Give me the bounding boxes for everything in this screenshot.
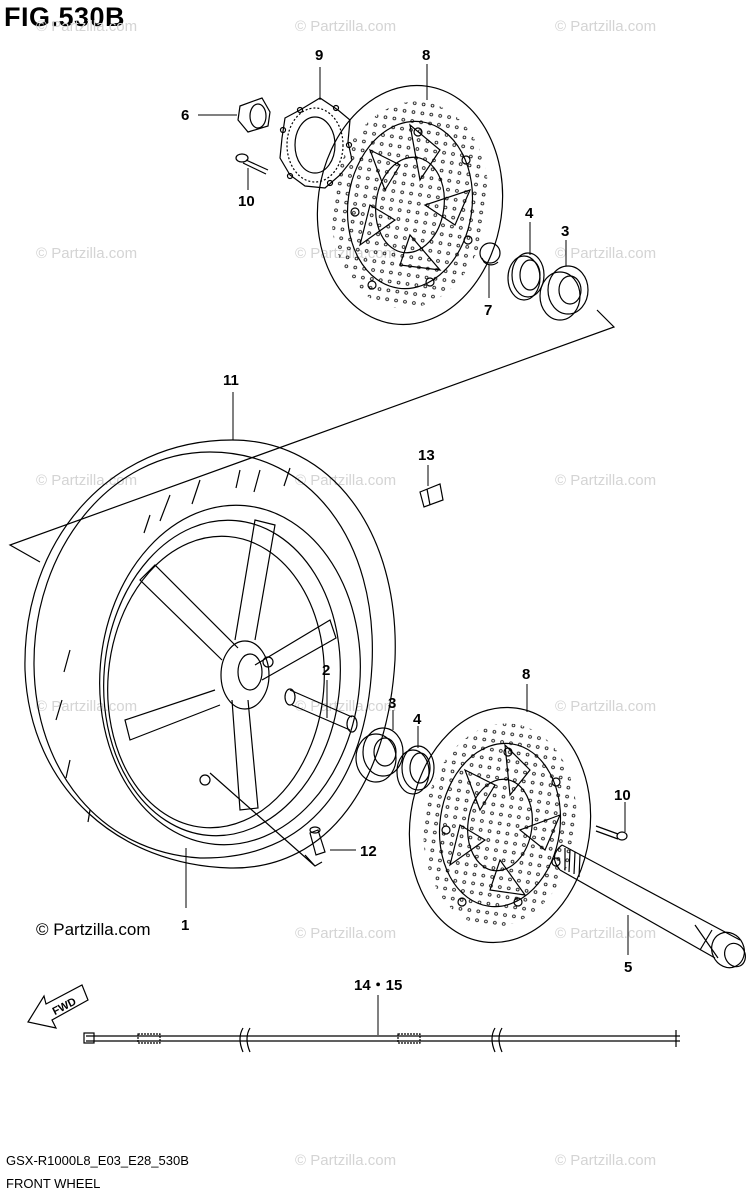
brake-disc-lower <box>408 706 592 944</box>
figure-title: FIG.530B <box>4 2 126 32</box>
callouts: 1 2 3 3 4 4 5 6 7 8 8 9 10 10 11 12 13 1… <box>181 47 632 994</box>
watermark: © Partzilla.com <box>555 698 657 715</box>
watermark: © Partzilla.com <box>555 245 657 262</box>
callout-7: 7 <box>484 302 492 319</box>
brake-disc-upper <box>316 84 504 326</box>
bearing-lower <box>355 727 404 783</box>
watermark: © Partzilla.com <box>555 925 657 942</box>
watermark: © Partzilla.com <box>555 472 657 489</box>
balance-weight <box>419 483 444 508</box>
bolt-10-lower <box>595 825 628 841</box>
front-wheel-assembly <box>24 439 396 869</box>
callout-4: 4 <box>525 205 534 222</box>
tire-valve <box>309 826 326 856</box>
model-code: GSX-R1000L8_E03_E28_530B <box>6 1153 189 1168</box>
callout-12: 12 <box>360 843 377 860</box>
callout-2: 2 <box>322 662 330 679</box>
callout-1: 1 <box>181 917 189 934</box>
copyright-text: © Partzilla.com <box>36 920 151 939</box>
assembly-guide-line <box>209 772 323 867</box>
watermark: © Partzilla.com <box>555 1152 657 1169</box>
callout-13: 13 <box>418 447 435 464</box>
callout-3: 3 <box>561 223 569 240</box>
callout-4: 4 <box>413 711 422 728</box>
callout-3: 3 <box>388 695 396 712</box>
watermark: © Partzilla.com <box>295 1152 397 1169</box>
watermark: © Partzilla.com <box>36 18 138 35</box>
callout-10: 10 <box>614 787 631 804</box>
spacer-2 <box>284 688 358 733</box>
callout-10: 10 <box>238 193 255 210</box>
front-axle <box>553 844 746 969</box>
watermark: © Partzilla.com <box>36 245 138 262</box>
abs-sensor-ring <box>279 97 353 189</box>
watermark: © Partzilla.com <box>295 472 397 489</box>
assembly-guide-line <box>8 309 616 563</box>
watermark: © Partzilla.com <box>295 18 397 35</box>
collar-7 <box>479 242 501 266</box>
callout-8: 8 <box>522 666 530 683</box>
callout-14-15: 14・15 <box>354 977 402 994</box>
fwd-arrow-icon: FWD <box>27 984 89 1029</box>
bearing-upper <box>539 265 589 321</box>
spacer-6 <box>237 97 271 133</box>
leader-lines <box>185 64 629 1035</box>
callout-5: 5 <box>624 959 632 976</box>
watermark: © Partzilla.com <box>36 472 138 489</box>
bolt-10-upper <box>235 153 269 175</box>
callout-9: 9 <box>315 47 323 64</box>
watermark: © Partzilla.com <box>295 925 397 942</box>
callout-11: 11 <box>223 372 239 389</box>
callout-8: 8 <box>422 47 430 64</box>
oil-seal-upper <box>507 252 545 301</box>
watermark: © Partzilla.com <box>295 698 397 715</box>
callout-6: 6 <box>181 107 189 124</box>
section-name: FRONT WHEEL <box>6 1176 101 1191</box>
watermark: © Partzilla.com <box>555 18 657 35</box>
hose-14-15 <box>83 1027 680 1053</box>
